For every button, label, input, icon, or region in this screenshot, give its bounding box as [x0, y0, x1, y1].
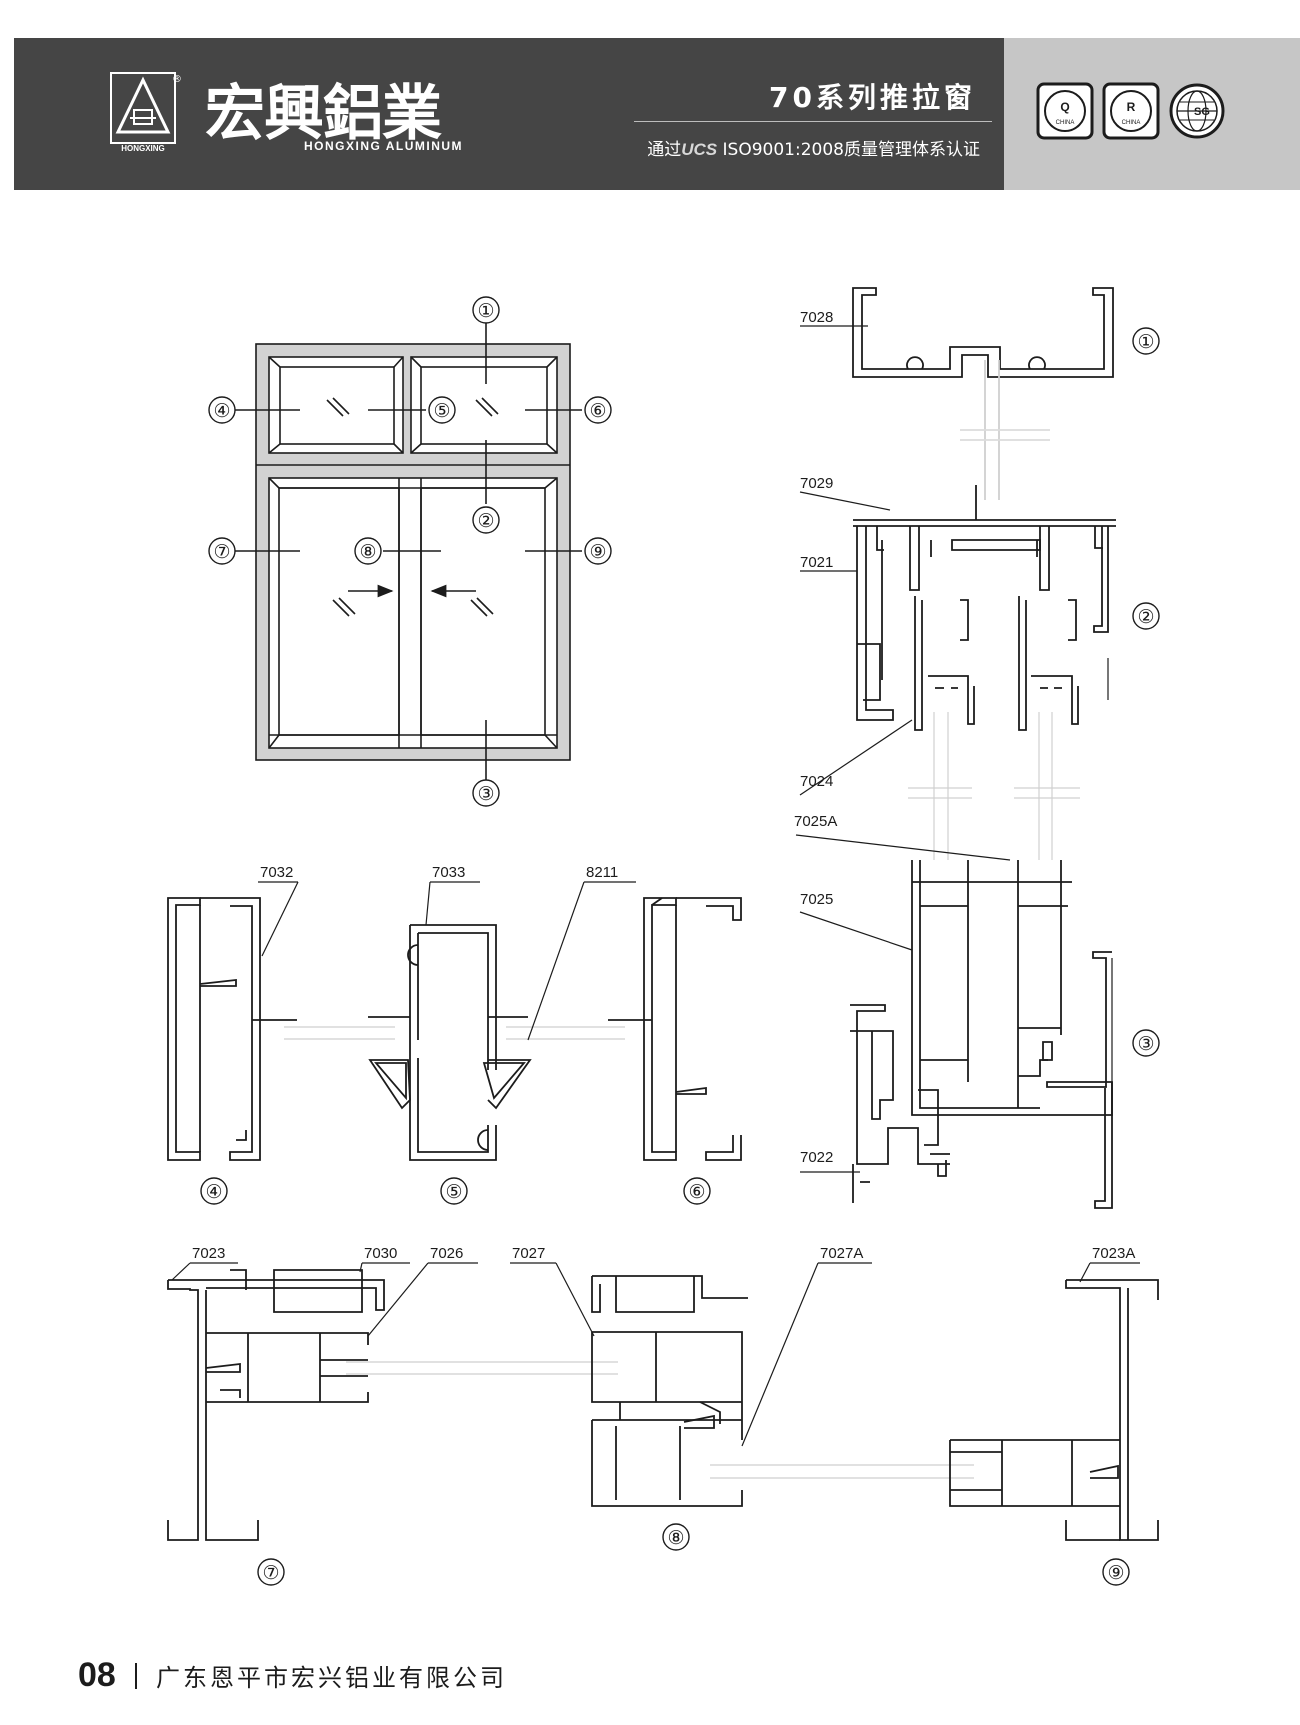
section-marker-6: ⑥ [688, 1182, 705, 1203]
svg-text:SG: SG [1194, 106, 1210, 118]
glass-row-lines [284, 1026, 625, 1040]
label-7026: 7026 [430, 1245, 463, 1262]
svg-text:CHINA: CHINA [1122, 120, 1141, 126]
section-marker-2: ② [1137, 607, 1154, 628]
company-name: 广东恩平市宏兴铝业有限公司 [156, 1664, 508, 1692]
profile-8211-section-6 [608, 897, 742, 1161]
section-marker-1: ① [1137, 332, 1154, 353]
window-marker-2-text: ② [477, 511, 494, 532]
section-marker-circles [200, 327, 1160, 1586]
footer: 08 广东恩平市宏兴铝业有限公司 [78, 1656, 507, 1696]
window-marker-5-text: ⑤ [433, 401, 450, 422]
label-7027A: 7027A [820, 1245, 863, 1262]
series-title: 70系列推拉窗 [769, 81, 976, 114]
window-marker-8 [354, 537, 382, 565]
label-7025: 7025 [800, 891, 833, 908]
profile-7023-section-7 [167, 1269, 385, 1541]
section-marker-9: ⑨ [1107, 1563, 1124, 1584]
ucs-logo: UCS [681, 140, 718, 159]
label-7022: 7022 [800, 1149, 833, 1166]
label-7025A: 7025A [794, 813, 837, 830]
label-7024: 7024 [800, 773, 833, 790]
window-marker-7 [208, 537, 236, 565]
label-7023A: 7023A [1092, 1245, 1135, 1262]
svg-text:R: R [1127, 100, 1136, 114]
profile-7033-section-5 [368, 924, 532, 1161]
certification-text: 通过UCS ISO9001:2008质量管理体系认证 [647, 135, 980, 160]
label-7029: 7029 [800, 475, 833, 492]
svg-text:Q: Q [1060, 100, 1069, 114]
window-marker-6 [584, 396, 612, 424]
label-7021: 7021 [800, 554, 833, 571]
brand-name-en: HONGXING ALUMINUM [304, 139, 464, 153]
company-logo [110, 72, 176, 144]
section-marker-5: ⑤ [445, 1182, 462, 1203]
window-marker-4-text: ④ [213, 401, 230, 422]
label-7030: 7030 [364, 1245, 397, 1262]
glass-lines [908, 712, 1080, 860]
window-marker-3-text: ③ [477, 784, 494, 805]
section-marker-4: ④ [205, 1182, 222, 1203]
cert-suffix: ISO9001:2008质量管理体系认证 [722, 140, 980, 160]
label-7033: 7033 [432, 864, 465, 881]
profile-7028-top-frame [852, 287, 1114, 500]
glass-row-lines-2 [346, 1361, 974, 1479]
label-8211: 8211 [586, 864, 618, 881]
window-marker-2 [472, 506, 500, 534]
window-marker-9 [584, 537, 612, 565]
window-marker-6-text: ⑥ [589, 401, 606, 422]
brand-name-cn: 宏興鋁業 [205, 79, 442, 149]
label-7032: 7032 [260, 864, 293, 881]
window-marker-4 [208, 396, 236, 424]
section-marker-8: ⑧ [667, 1528, 684, 1549]
registered-mark: ® [172, 74, 182, 85]
cert-prefix: 通过 [647, 140, 682, 160]
section-marker-7: ⑦ [262, 1563, 279, 1584]
label-7027: 7027 [512, 1245, 545, 1262]
window-marker-1-text: ① [477, 301, 494, 322]
window-marker-1 [472, 296, 500, 324]
label-7023: 7023 [192, 1245, 225, 1262]
section-marker-3: ③ [1137, 1034, 1154, 1055]
profile-7025-7022-bottom [850, 860, 1113, 1209]
window-marker-9-text: ⑨ [589, 542, 606, 563]
header-bar: ® HONGXING 宏興鋁業 HONGXING ALUMINUM 70系列推拉… [14, 38, 1004, 190]
page-number: 08 [78, 1656, 116, 1694]
window-marker-5 [428, 396, 456, 424]
quality-cert-icon: Q CHINA [1036, 82, 1094, 144]
registered-cert-icon: R CHINA [1102, 82, 1160, 144]
window-elevation [235, 323, 582, 780]
profile-7027-section-8 [591, 1275, 748, 1507]
globe-cert-icon: SG [1168, 82, 1226, 144]
label-7028: 7028 [800, 309, 833, 326]
window-marker-3 [472, 779, 500, 807]
window-marker-7-text: ⑦ [213, 542, 230, 563]
certification-panel: Q CHINA R CHINA SG [1004, 38, 1300, 190]
leader-lines [171, 325, 1140, 1447]
svg-text:CHINA: CHINA [1056, 120, 1075, 126]
window-marker-8-text: ⑧ [359, 542, 376, 563]
profile-7032-section-4 [167, 897, 297, 1161]
logo-text: HONGXING [121, 144, 165, 153]
profile-7023A-section-9 [949, 1279, 1159, 1541]
profile-7029-7021-transom [853, 485, 1116, 731]
header-divider [634, 121, 992, 122]
footer-divider [134, 1662, 137, 1689]
